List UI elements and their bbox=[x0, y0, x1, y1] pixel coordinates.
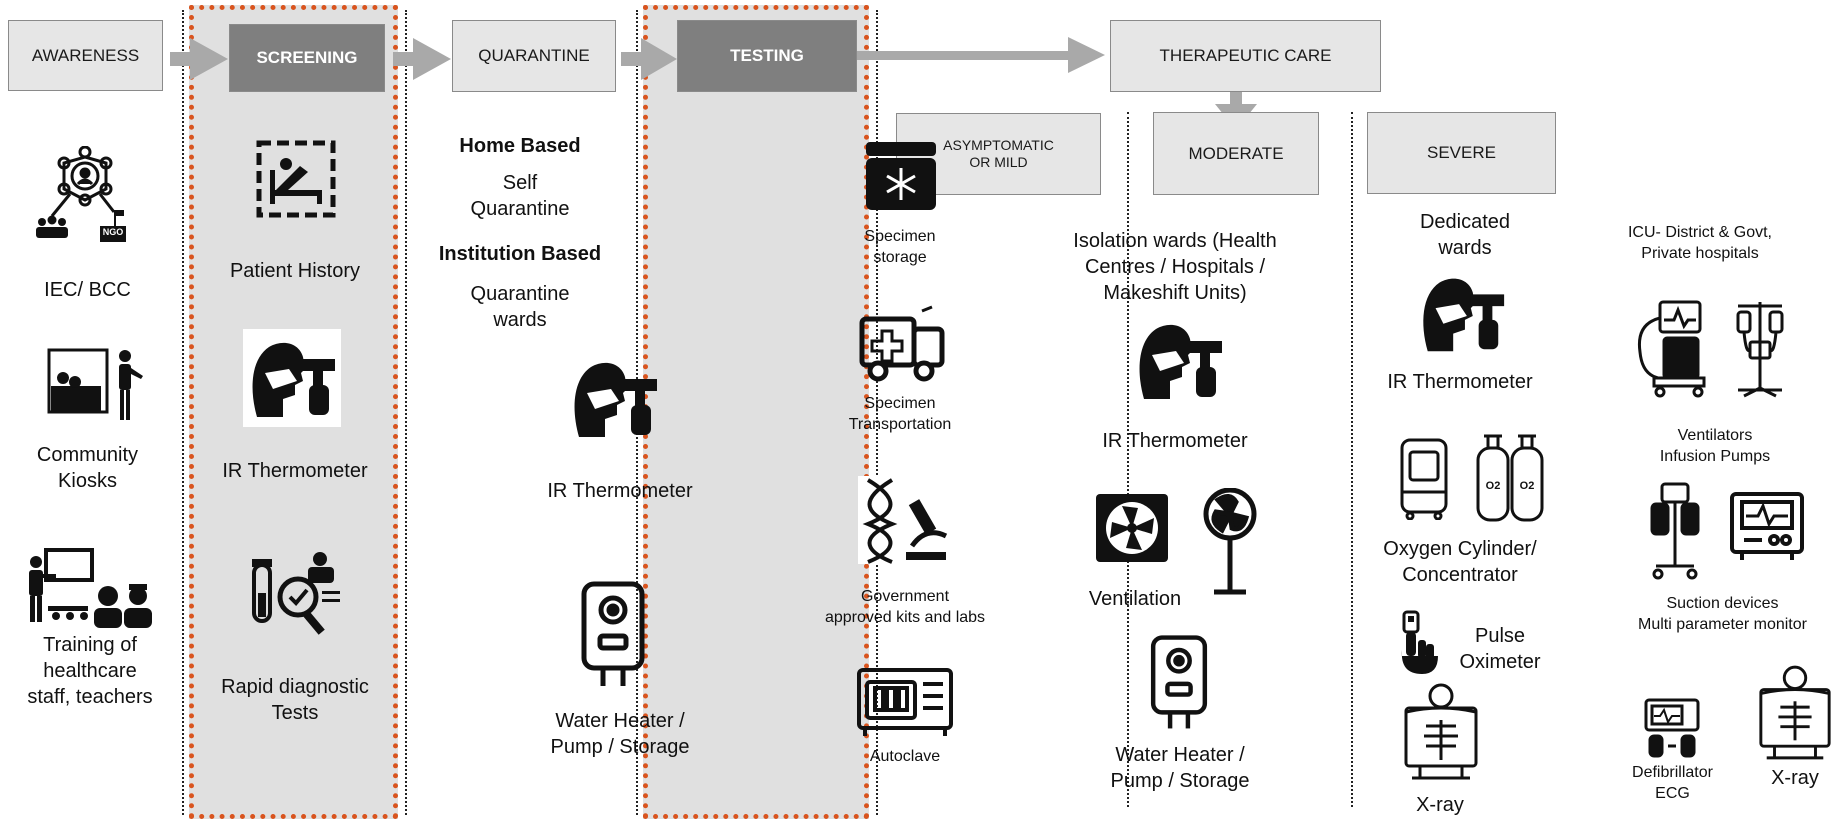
ir-thermometer-icon bbox=[1414, 265, 1510, 361]
stage-therapeutic-care: THERAPEUTIC CARE bbox=[1110, 20, 1381, 92]
institution-based-heading: Institution Based bbox=[438, 243, 602, 265]
subcategory-mild-label: ASYMPTOMATIC OR MILD bbox=[943, 137, 1054, 170]
pedestal-fan-icon bbox=[1200, 488, 1260, 598]
ambulance-icon bbox=[858, 305, 948, 385]
stage-testing: TESTING bbox=[677, 20, 857, 92]
divider bbox=[1127, 112, 1129, 807]
subcategory-moderate: MODERATE bbox=[1153, 112, 1319, 195]
ir-thermometer-icon bbox=[243, 329, 341, 427]
autoclave-label: Autoclave bbox=[869, 748, 941, 765]
rapid-test-label: Rapid diagnostic Tests bbox=[221, 676, 369, 724]
water-heater-icon bbox=[578, 580, 648, 690]
stage-testing-label: TESTING bbox=[730, 46, 804, 65]
xray-icon bbox=[1400, 682, 1482, 782]
patient-history-label: Patient History bbox=[229, 260, 361, 282]
autoclave-icon bbox=[855, 666, 955, 740]
specimen-storage-label: Specimen storage bbox=[864, 228, 936, 266]
o2-label-left: O2 bbox=[1485, 480, 1501, 492]
divider bbox=[1351, 112, 1353, 807]
stage-quarantine: QUARANTINE bbox=[452, 20, 616, 92]
divider bbox=[876, 10, 878, 815]
infusion-pump-icon bbox=[1730, 298, 1790, 398]
suction-monitor-label: Suction devices Multi parameter monitor bbox=[1638, 595, 1807, 633]
pulse-oximeter-label: Pulse Oximeter bbox=[1459, 625, 1541, 673]
ventilation-label: Ventilation bbox=[1088, 588, 1182, 610]
subcategory-moderate-label: MODERATE bbox=[1188, 143, 1284, 163]
xray-icon bbox=[1755, 663, 1835, 763]
stage-therapeutic-label: THERAPEUTIC CARE bbox=[1159, 46, 1332, 65]
screening-thermo-label: IR Thermometer bbox=[222, 460, 368, 482]
oxygen-cylinder-icon bbox=[1474, 430, 1546, 524]
icu-ventilator-icon bbox=[1630, 298, 1716, 398]
training-label: Training of healthcare staff, teachers bbox=[27, 634, 153, 708]
patient-bed-icon bbox=[256, 140, 336, 218]
water-heater-icon bbox=[1146, 634, 1212, 732]
subcategory-severe-label: SEVERE bbox=[1427, 143, 1496, 162]
network-people-icon bbox=[30, 146, 130, 250]
pulse-oximeter-icon bbox=[1398, 610, 1440, 676]
icu-label: ICU- District & Govt, Private hospitals bbox=[1627, 224, 1772, 262]
oxygen-concentrator-icon bbox=[1398, 436, 1450, 520]
o2-label-right: O2 bbox=[1519, 480, 1535, 492]
moderate-xray-label: X-ray bbox=[1416, 794, 1464, 816]
ventilators-label: Ventilators Infusion Pumps bbox=[1659, 427, 1771, 465]
quarantine-wards-label: Quarantine wards bbox=[470, 283, 570, 331]
divider bbox=[182, 10, 184, 815]
defibrillator-label: Defibrillator ECG bbox=[1632, 764, 1713, 802]
severe-xray-label: X-ray bbox=[1771, 767, 1819, 789]
mild-thermo-label: IR Thermometer bbox=[1102, 430, 1248, 452]
ir-thermometer-icon bbox=[565, 349, 663, 447]
dna-microscope-icon bbox=[858, 476, 952, 564]
suction-device-icon bbox=[1646, 480, 1704, 582]
kiosk-icon bbox=[47, 346, 147, 424]
stage-awareness: AWARENESS bbox=[8, 20, 163, 91]
moderate-thermo-label: IR Thermometer bbox=[1387, 371, 1533, 393]
divider bbox=[405, 10, 407, 815]
defibrillator-icon bbox=[1640, 696, 1704, 760]
specimen-transport-label: Specimen Transportation bbox=[848, 395, 952, 433]
subcategory-severe: SEVERE bbox=[1367, 112, 1556, 194]
stage-quarantine-label: QUARANTINE bbox=[478, 46, 590, 65]
stage-screening-label: SCREENING bbox=[256, 48, 358, 67]
self-quarantine-label: Self Quarantine bbox=[470, 172, 570, 220]
stage-awareness-label: AWARENESS bbox=[31, 45, 140, 65]
isolation-wards-label: Isolation wards (Health Centres / Hospit… bbox=[1073, 230, 1277, 304]
kiosks-label: Community Kiosks bbox=[36, 444, 139, 492]
home-based-heading: Home Based bbox=[459, 135, 581, 157]
mild-heater-label: Water Heater / Pump / Storage bbox=[1110, 744, 1250, 792]
specimen-storage-icon bbox=[862, 138, 940, 216]
training-icon bbox=[26, 548, 156, 630]
exhaust-fan-icon bbox=[1094, 492, 1170, 564]
ngo-badge: NGO bbox=[102, 227, 124, 237]
dedicated-wards-label: Dedicated wards bbox=[1419, 211, 1511, 259]
stage-screening: SCREENING bbox=[229, 24, 385, 92]
oxygen-label: Oxygen Cylinder/ Concentrator bbox=[1383, 538, 1537, 586]
multi-parameter-monitor-icon bbox=[1728, 490, 1806, 564]
quarantine-thermo-label: IR Thermometer bbox=[547, 480, 693, 502]
rapid-test-icon bbox=[250, 547, 342, 639]
quarantine-heater-label: Water Heater / Pump / Storage bbox=[550, 710, 690, 758]
ir-thermometer-icon bbox=[1130, 311, 1228, 409]
iec-bcc-label: IEC/ BCC bbox=[44, 279, 131, 301]
kits-labs-label: Government approved kits and labs bbox=[824, 588, 986, 626]
